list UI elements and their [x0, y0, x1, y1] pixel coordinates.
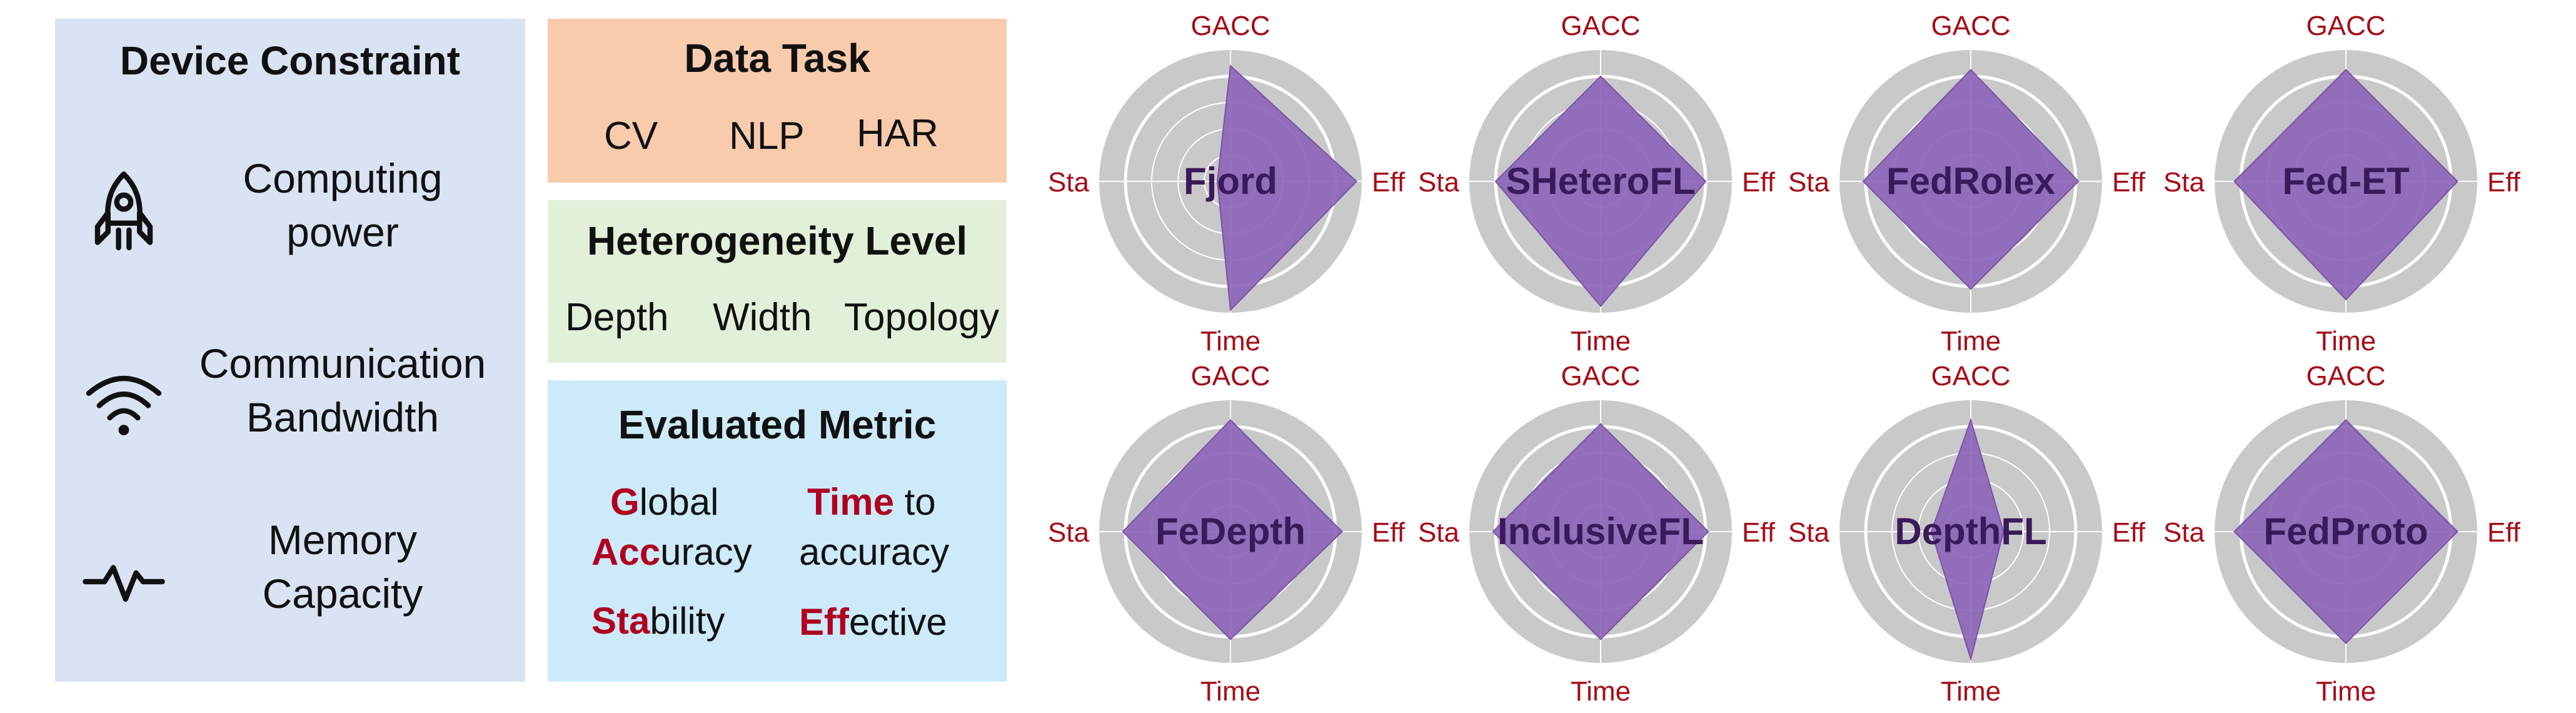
radar-method-name: Fed-ET — [2282, 160, 2409, 202]
radar-axis-label: Sta — [2163, 517, 2205, 548]
radar-axis-label: Sta — [1048, 517, 1090, 548]
heterogeneity-level-panel: Heterogeneity Level Depth Width Topology — [548, 200, 1007, 363]
data-task-title: Data Task — [684, 36, 870, 81]
radar-axis-label: Eff — [2487, 517, 2521, 548]
radar-method-name: InclusiveFL — [1497, 510, 1704, 552]
communication-bandwidth-label: Communication Bandwidth — [199, 340, 486, 440]
radar-axis-label: GACC — [1190, 361, 1270, 392]
radar-axis-label: Eff — [1372, 517, 1406, 548]
radar-axis-label: GACC — [2306, 361, 2385, 392]
radar-polygon — [1216, 64, 1358, 312]
device-constraint-title: Device Constraint — [119, 38, 461, 83]
evaluated-metric-panel: Evaluated Metric Global Accuracy Time to… — [548, 380, 1007, 682]
task-har: HAR — [857, 112, 938, 155]
computing-power-label: Computing power — [243, 155, 443, 255]
radar-axis-label: Time — [1941, 326, 2001, 356]
radar-axis-label: GACC — [1561, 361, 1640, 392]
radar-axis-label: GACC — [1931, 11, 2010, 41]
radar-axis-label: Eff — [1372, 167, 1406, 198]
radar-axis-label: Time — [1571, 676, 1631, 707]
radar-axis-label: Eff — [2487, 167, 2521, 198]
radar-polygon — [1122, 419, 1343, 640]
metric-effective: Effective — [799, 601, 947, 643]
radar-axis-label: Time — [1571, 326, 1631, 356]
data-task-panel: Data Task CV NLP HAR — [548, 19, 1007, 183]
radar-axis-label: Sta — [2163, 167, 2205, 198]
radar-method-name: Fjord — [1184, 160, 1277, 202]
rocket-icon — [94, 171, 153, 251]
radar-method-name: FedRolex — [1886, 160, 2055, 202]
radar-polygon — [2233, 69, 2458, 301]
radar-axis-label: Sta — [1418, 167, 1460, 198]
radar-axis-label: Time — [1200, 326, 1260, 356]
radar-polygon — [1862, 69, 2080, 290]
device-constraint-panel: Device Constraint Computing power Commun… — [55, 19, 525, 682]
radar-axis-label: Time — [2316, 326, 2376, 356]
radar-axis-label: Eff — [1742, 167, 1776, 198]
radar-polygon — [1930, 418, 2005, 662]
radar-method-name: DepthFL — [1894, 510, 2046, 552]
radar-axis-label: GACC — [2306, 11, 2385, 41]
radar-axis-label: Time — [1200, 676, 1260, 707]
radar-polygon — [2233, 419, 2458, 644]
radar-axis-label: GACC — [1931, 361, 2010, 392]
memory-capacity-label: Memory Capacity — [262, 517, 423, 617]
radar-axis-label: Sta — [1418, 517, 1460, 548]
evaluated-metric-title: Evaluated Metric — [618, 402, 937, 447]
radar-axis-label: GACC — [1561, 11, 1640, 41]
pulse-icon — [83, 565, 165, 602]
radar-axis-label: Sta — [1048, 167, 1090, 198]
heterogeneity-level-title: Heterogeneity Level — [586, 218, 968, 263]
metric-to-accuracy: accuracy — [799, 531, 950, 573]
radar-axis-label: Eff — [1742, 517, 1776, 548]
radar-axis-label: Sta — [1788, 167, 1830, 198]
metric-time: Time to — [807, 481, 936, 523]
metric-global: Global — [610, 481, 719, 523]
radar-method-name: FedProto — [2263, 510, 2428, 552]
metric-accuracy: Accuracy — [591, 531, 752, 573]
radar-axis-label: Eff — [2112, 517, 2146, 548]
radar-polygon — [1492, 423, 1709, 640]
radar-axis-label: Sta — [1788, 517, 1830, 548]
radar-axis-label: Eff — [2112, 167, 2146, 198]
radar-axis-label: Time — [1941, 676, 2001, 707]
radar-axis-label: GACC — [1190, 11, 1270, 41]
level-width: Width — [713, 296, 812, 339]
level-topology: Topology — [844, 296, 1000, 339]
level-depth: Depth — [565, 296, 669, 339]
task-nlp: NLP — [729, 114, 805, 158]
metric-stability: Stability — [591, 600, 725, 642]
task-cv: CV — [604, 114, 658, 158]
radar-axis-label: Time — [2316, 676, 2376, 707]
radar-polygon — [1494, 75, 1707, 308]
radar-method-name: FeDepth — [1155, 510, 1306, 552]
radar-method-name: SHeteroFL — [1506, 160, 1695, 202]
wifi-icon — [86, 375, 162, 435]
